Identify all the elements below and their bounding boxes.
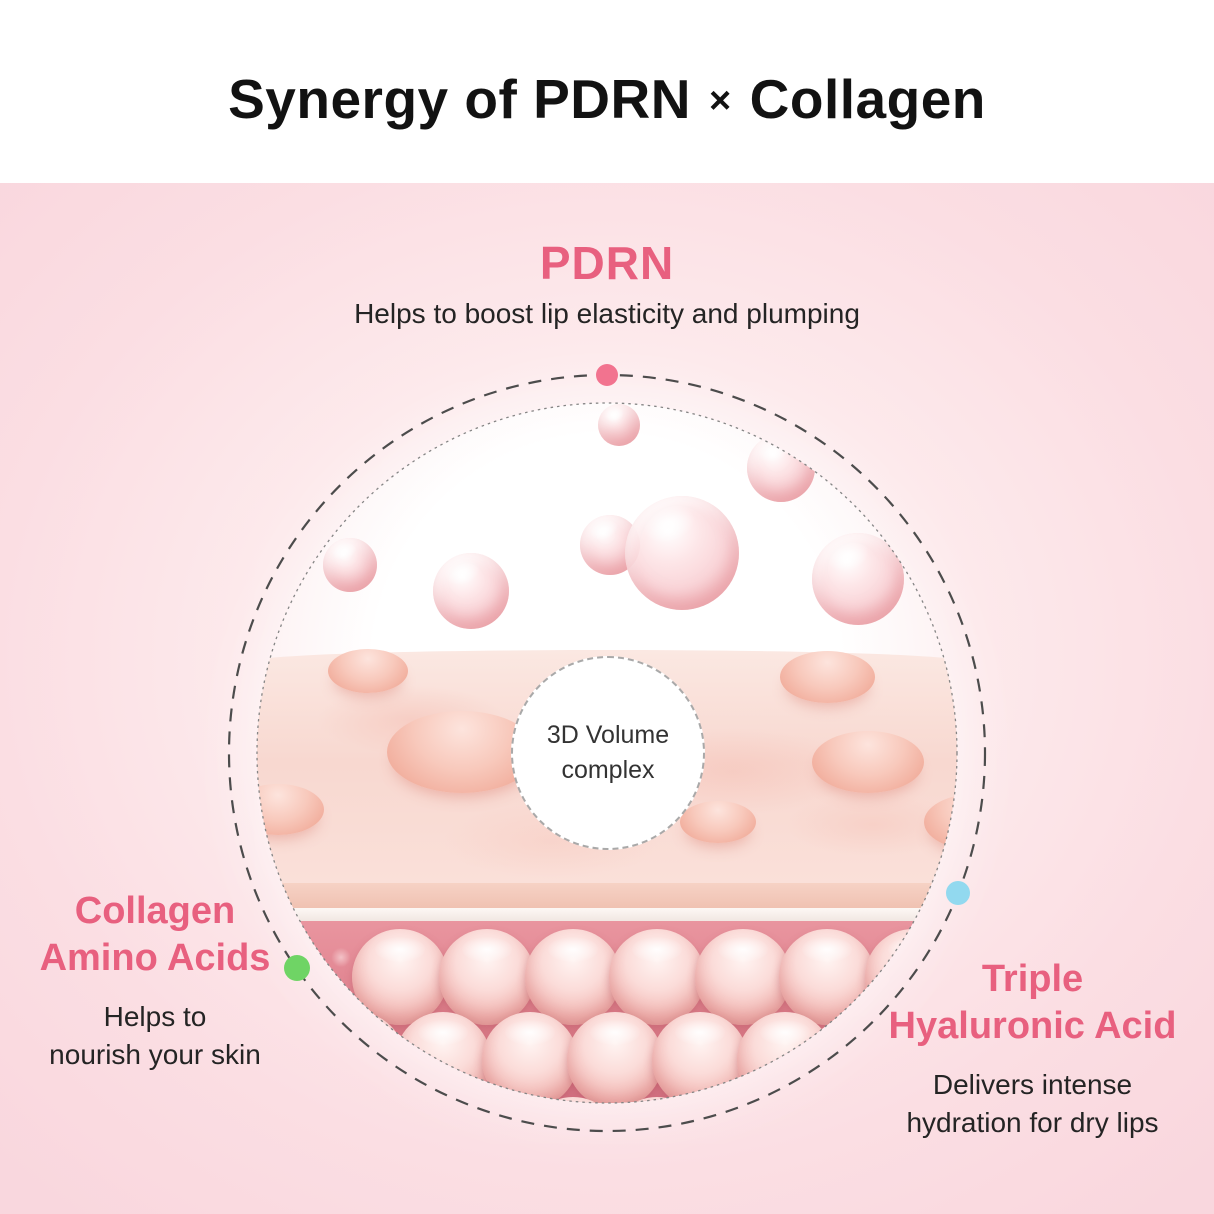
collagen-pearl: [652, 1012, 748, 1103]
collagen-pearl: [439, 929, 535, 1025]
bubble: [812, 533, 904, 625]
hyaluronic-description: Delivers intense hydration for dry lips: [906, 1069, 1159, 1139]
bubble: [747, 434, 815, 502]
collagen-pearl: [567, 1012, 663, 1103]
bubble: [433, 553, 509, 629]
pdrn-annotation: PDRN Helps to boost lip elasticity and p…: [0, 236, 1214, 330]
collagen-pearl: [395, 1012, 491, 1103]
pdrn-marker-dot: [596, 364, 618, 386]
collagen-heading: Collagen Amino Acids: [39, 890, 271, 980]
title-part2: Collagen: [749, 67, 986, 130]
collagen-pearl: [482, 1012, 578, 1103]
collagen-marker-dot: [284, 955, 310, 981]
bubble: [323, 538, 377, 592]
skin-dome: [812, 731, 924, 793]
skin-cross-section: [257, 883, 957, 908]
complex-badge: 3D Volume complex: [511, 656, 705, 850]
collagen-description: Helps to nourish your skin: [49, 1001, 261, 1071]
hyaluronic-annotation: Triple Hyaluronic Acid Delivers intense …: [845, 956, 1214, 1142]
diagram-area: PDRN Helps to boost lip elasticity and p…: [0, 183, 1214, 1214]
collagen-pearl: [737, 1012, 833, 1103]
collagen-pearl: [609, 929, 705, 1025]
collagen-pearl: [695, 929, 791, 1025]
collagen-pearl: [525, 929, 621, 1025]
page-title: Synergy of PDRN × Collagen: [228, 67, 986, 131]
hyaluronic-heading: Triple Hyaluronic Acid: [888, 958, 1177, 1048]
pdrn-description: Helps to boost lip elasticity and plumpi…: [354, 298, 860, 329]
title-part1: Synergy of PDRN: [228, 67, 691, 130]
multiply-icon: ×: [708, 79, 732, 122]
skin-dome: [328, 649, 408, 693]
bubble: [625, 496, 739, 610]
hyaluronic-marker-dot: [946, 881, 970, 905]
membrane-layer: [257, 908, 957, 921]
skin-dome: [680, 801, 756, 843]
collagen-pearl: [352, 929, 448, 1025]
skin-dome: [780, 651, 875, 703]
collagen-pearl: [309, 1012, 405, 1103]
pdrn-heading: PDRN: [539, 237, 675, 289]
title-band: Synergy of PDRN × Collagen: [0, 0, 1214, 183]
collagen-annotation: Collagen Amino Acids Helps to nourish yo…: [0, 888, 310, 1074]
bubble: [598, 404, 640, 446]
complex-badge-label: 3D Volume complex: [546, 721, 670, 784]
